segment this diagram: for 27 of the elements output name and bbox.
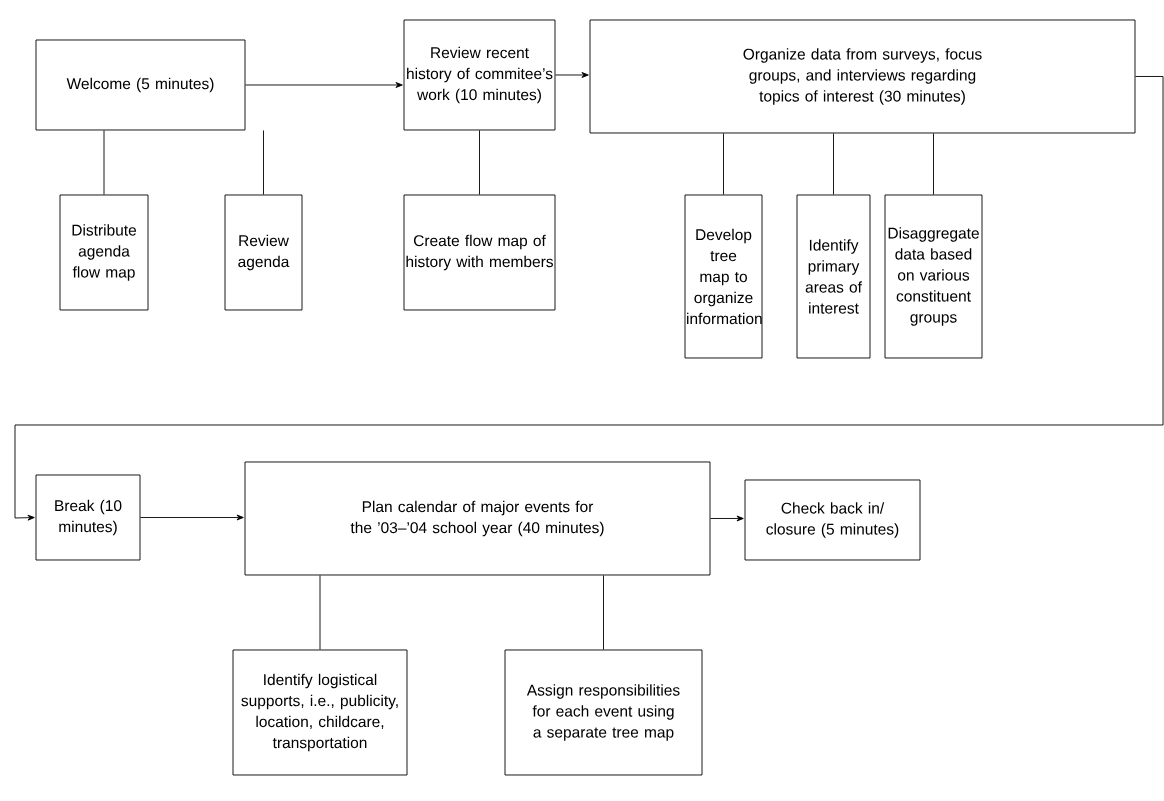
process-box: Review agenda — [224, 194, 303, 311]
connector-line — [319, 575, 321, 650]
connector-line — [263, 130, 264, 195]
arrow — [710, 515, 744, 522]
connector-line — [933, 133, 934, 195]
arrow — [140, 514, 244, 521]
process-box: Disaggregate data based on various constituent groups — [884, 194, 983, 359]
process-box: Identify primary areas of interest — [796, 194, 871, 359]
process-box: Create flow map of history with members — [403, 194, 556, 311]
process-box: Break (10 minutes) — [35, 474, 141, 561]
process-box: Plan calendar of major events for the ’03–’04 school year (40 minutes) — [244, 461, 711, 576]
arrow — [245, 82, 403, 88]
arrow — [555, 72, 589, 78]
process-box: Review recent history of commitee’s work (10 minutes) — [403, 19, 556, 131]
process-box: Identify logistical supports, i.e., publicity, location, childcare, transportation — [232, 649, 408, 776]
process-box: Assign responsibilities for each event using a separate tree map — [504, 649, 703, 776]
connector-line — [723, 133, 724, 195]
connector-line — [103, 130, 105, 195]
arrow — [14, 76, 1164, 521]
process-box: Distribute agenda flow map — [59, 194, 149, 311]
process-box: Check back in/ closure (5 minutes) — [744, 479, 921, 561]
connector-line — [479, 130, 480, 195]
connector-line — [603, 575, 604, 650]
process-box: Organize data from surveys, focus groups, and interviews regarding topics of interest (30 minutes) — [589, 19, 1136, 134]
process-box: Welcome (5 minutes) — [35, 39, 246, 131]
process-box: Develop tree map to organize information — [684, 194, 763, 359]
connector-line — [833, 133, 834, 195]
